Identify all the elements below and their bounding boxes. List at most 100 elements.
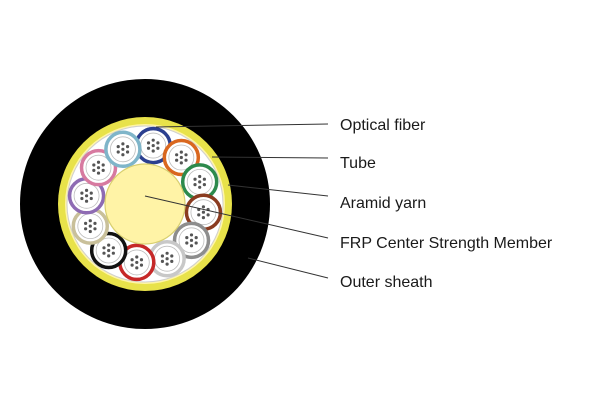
optical-fiber-dot <box>175 153 179 157</box>
optical-fiber-dot <box>107 243 111 247</box>
optical-fiber-dot <box>160 259 165 264</box>
optical-fiber-dot <box>160 254 165 258</box>
optical-fiber-dot <box>92 168 96 172</box>
optical-fiber-dot <box>111 251 115 255</box>
optical-fiber-dot <box>107 248 111 253</box>
optical-fiber-dot <box>193 177 197 181</box>
optical-fiber-dot <box>202 182 206 187</box>
optical-fiber-dot <box>102 246 106 250</box>
optical-fiber-dot <box>165 262 169 266</box>
optical-fiber-dot <box>184 158 188 162</box>
cream-tube <box>71 207 110 245</box>
label-aramid-yarn: Aramid yarn <box>340 195 426 212</box>
aqua-tube <box>104 130 142 169</box>
optical-fiber-dot <box>156 146 160 150</box>
optical-fiber-dot <box>84 194 89 198</box>
optical-fiber-dot <box>146 146 151 150</box>
label-optical-fiber: Optical fiber <box>340 117 426 134</box>
optical-fiber-dot <box>96 171 101 175</box>
optical-fiber-dot <box>116 144 120 149</box>
optical-fiber-dot <box>84 227 88 231</box>
optical-fiber-dot <box>194 236 198 240</box>
optical-fiber-dot <box>84 221 88 226</box>
leader-line-outer-sheath <box>247 257 329 279</box>
optical-fiber-dot <box>80 191 84 195</box>
optical-fiber-dot <box>88 224 92 228</box>
optical-fiber-dot <box>201 205 206 209</box>
optical-fiber-dot <box>139 263 144 267</box>
optical-fiber-dot <box>198 180 202 184</box>
loose-tubes-group <box>67 126 223 282</box>
optical-fiber-dot <box>89 196 93 201</box>
optical-fiber-dot <box>84 199 89 203</box>
optical-fiber-dot <box>101 168 105 172</box>
optical-fiber-dot <box>139 258 144 262</box>
optical-fiber-dot <box>88 219 92 223</box>
optical-fiber-dot <box>197 213 201 217</box>
label-tube: Tube <box>340 155 376 172</box>
optical-fiber-dot <box>151 143 155 148</box>
violet-tube <box>67 177 106 215</box>
optical-fiber-dot <box>185 241 189 245</box>
leader-line-frp-member <box>144 195 329 239</box>
optical-fiber-dot <box>125 144 130 149</box>
green-tube <box>180 163 219 201</box>
optical-fiber-dot <box>116 150 120 154</box>
optical-fiber-dot <box>185 236 189 240</box>
optical-fiber-dot <box>130 258 134 262</box>
optical-fiber-dot <box>93 221 97 226</box>
optical-fiber-dot <box>151 138 155 142</box>
optical-fiber-dot <box>198 174 202 179</box>
optical-fiber-dot <box>135 266 139 270</box>
optical-fiber-dot <box>135 255 139 259</box>
optical-fiber-dot <box>189 233 194 237</box>
optical-fiber-dot <box>175 158 179 162</box>
optical-fiber-dot <box>189 244 194 248</box>
optical-fiber-dot <box>151 149 155 153</box>
optical-fiber-dot <box>96 166 101 170</box>
optical-fiber-dot <box>80 196 84 201</box>
label-frp-member: FRP Center Strength Member <box>340 235 553 252</box>
frp-center-strength-member <box>104 163 186 245</box>
optical-fiber-dot <box>92 163 96 167</box>
optical-fiber-dot <box>202 177 206 181</box>
label-outer-sheath: Outer sheath <box>340 274 433 291</box>
optical-fiber-dot <box>170 254 174 258</box>
optical-fiber-dot <box>121 153 125 157</box>
leader-line-tube <box>211 156 329 159</box>
optical-fiber-dot <box>146 141 151 145</box>
optical-fiber-dot <box>88 229 92 234</box>
optical-fiber-dot <box>193 182 197 187</box>
optical-fiber-dot <box>101 163 105 167</box>
leader-line-optical-fiber <box>155 123 329 128</box>
optical-fiber-dot <box>201 216 206 220</box>
optical-fiber-dot <box>165 257 169 261</box>
leader-line-aramid-yarn <box>227 184 329 197</box>
optical-fiber-dot <box>121 147 125 151</box>
optical-fiber-dot <box>130 263 134 267</box>
optical-fiber-dot <box>170 259 174 264</box>
optical-fiber-dot <box>165 251 169 255</box>
optical-fiber-dot <box>201 210 206 214</box>
optical-fiber-dot <box>179 150 183 154</box>
optical-fiber-dot <box>125 150 130 154</box>
optical-fiber-dot <box>84 188 89 192</box>
optical-fiber-dot <box>102 251 106 255</box>
optical-fiber-dot <box>96 160 101 164</box>
optical-fiber-dot <box>179 161 183 165</box>
optical-fiber-dot <box>156 141 160 145</box>
white-tube <box>148 239 186 278</box>
optical-fiber-dot <box>179 155 183 160</box>
optical-fiber-dot <box>206 213 210 217</box>
optical-fiber-dot <box>198 185 202 189</box>
optical-fiber-dot <box>89 191 93 195</box>
optical-fiber-dot <box>135 260 139 265</box>
optical-fiber-dot <box>189 238 194 242</box>
optical-fiber-dot <box>194 241 198 245</box>
optical-fiber-dot <box>121 142 125 146</box>
optical-fiber-dot <box>107 254 111 258</box>
optical-fiber-dot <box>111 246 115 250</box>
optical-fiber-dot <box>184 153 188 157</box>
optical-fiber-dot <box>93 227 97 231</box>
